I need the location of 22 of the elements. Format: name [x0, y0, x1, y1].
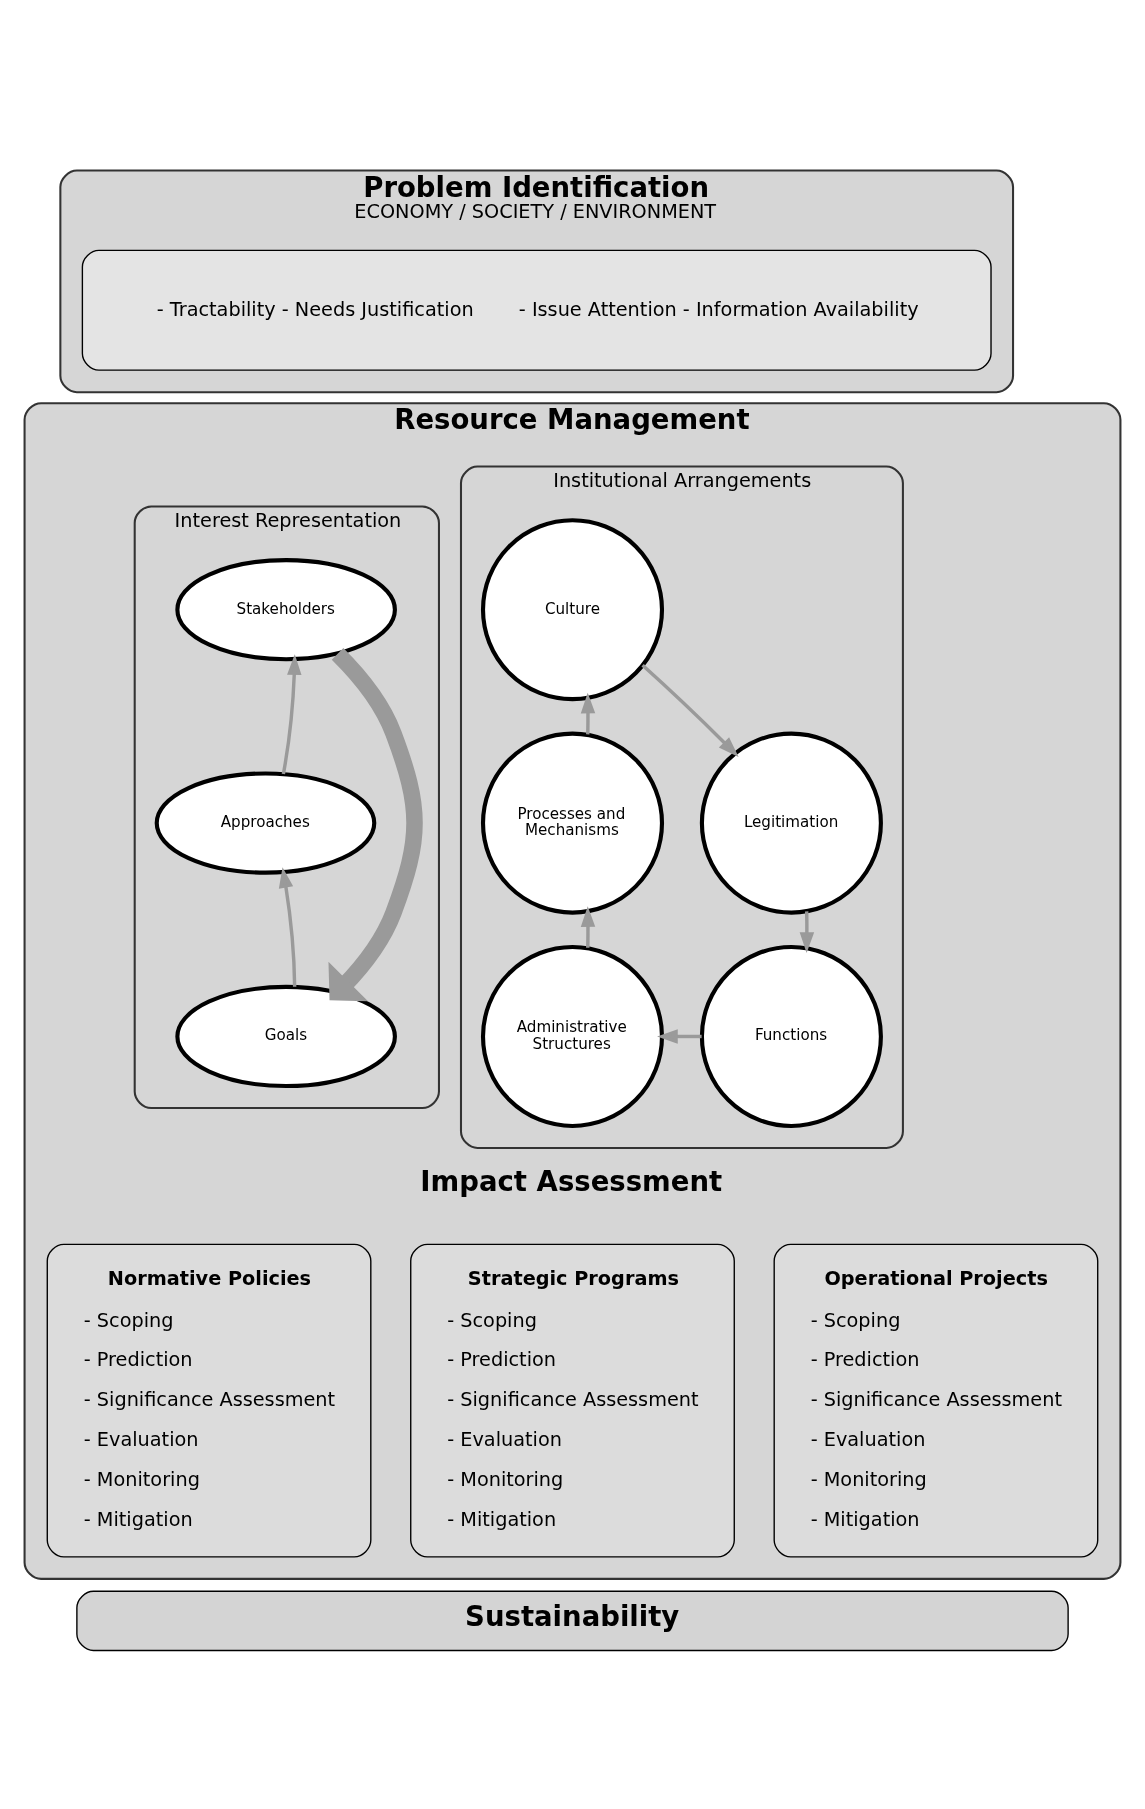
node-circle: Processes and Mechanisms	[480, 731, 665, 915]
node-box: Operational Projects - Scoping - Prediction - Significance Assessment - Evaluation - Monitoring - Mitigation	[773, 1243, 1099, 1558]
arrow	[580, 692, 596, 734]
node-box: Strategic Programs - Scoping - Prediction - Significance Assessment - Evaluation - Monitoring - Mitigation	[410, 1243, 735, 1558]
arrow	[281, 653, 302, 774]
node-box: - Tractability - Needs Justification - Issue Attention - Information Availability	[81, 249, 992, 371]
label: Impact Assessment	[420, 1164, 723, 1197]
arrow	[278, 866, 297, 987]
node-box: Sustainability	[76, 1590, 1069, 1651]
node-circle: Functions	[699, 944, 883, 1128]
arrow	[799, 910, 815, 953]
arrow	[580, 905, 596, 948]
node-ellipse: Stakeholders	[175, 557, 397, 661]
arrow	[657, 1028, 702, 1044]
node-ellipse: Approaches	[154, 770, 377, 875]
node-circle: Administrative Structures	[480, 944, 665, 1128]
node-circle: Culture	[480, 517, 665, 701]
arrow	[328, 647, 423, 1001]
arrow	[641, 663, 739, 757]
node-ellipse: Goals	[175, 984, 397, 1088]
node-box: Normative Policies - Scoping - Prediction - Significance Assessment - Evaluation - Monitoring - Mitigation	[46, 1243, 372, 1558]
node-circle: Legitimation	[699, 731, 883, 915]
